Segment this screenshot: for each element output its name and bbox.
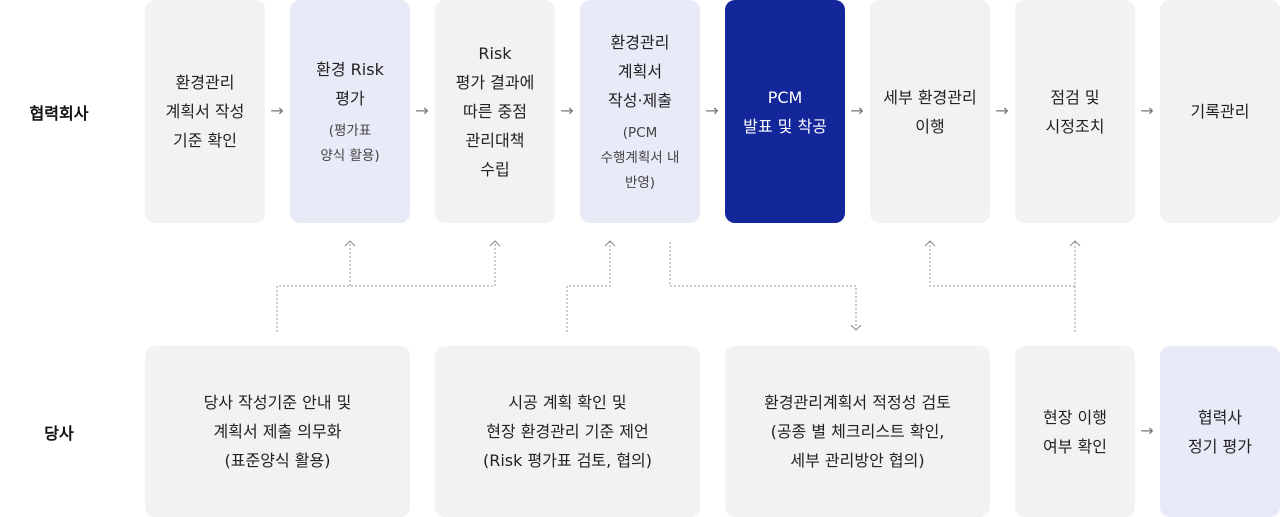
company-step-plan-review-text: 시공 계획 확인 및 현장 환경관리 기준 제언 (Risk 평가표 검토, 협… <box>482 393 653 470</box>
chevron-up-icon <box>604 240 616 247</box>
step-countermeasures: Risk 평가 결과에 따른 중점 관리대책 수립 <box>435 0 555 223</box>
arrow-right-icon: → <box>995 101 1009 120</box>
company-step-guidance-text: 당사 작성기준 안내 및 계획서 제출 의무화 (표준양식 활용) <box>203 393 352 470</box>
step-risk-assessment: 환경 Risk 평가 (평가표 양식 활용) <box>290 0 410 223</box>
chevron-up-icon <box>924 240 936 247</box>
step-risk-assessment-note: (평가표 양식 활용) <box>320 122 380 164</box>
company-step-guidance: 당사 작성기준 안내 및 계획서 제출 의무화 (표준양식 활용) <box>145 346 410 517</box>
arrow-right-icon: → <box>270 101 284 120</box>
step-plan-submission-text: 환경관리 계획서 작성·제출 <box>608 32 672 110</box>
step-inspection: 점검 및 시정조치 <box>1015 0 1135 223</box>
arrow-right-icon: → <box>1140 421 1154 440</box>
step-pcm-start: PCM 발표 및 착공 <box>725 0 845 223</box>
arrow-right-icon: → <box>850 101 864 120</box>
step-criteria-check-text: 환경관리 계획서 작성 기준 확인 <box>165 73 245 150</box>
arrow-right-icon: → <box>415 101 429 120</box>
step-record-management-text: 기록관리 <box>1190 102 1250 121</box>
arrow-right-icon: → <box>560 101 574 120</box>
company-step-site-check-text: 현장 이행 여부 확인 <box>1043 407 1107 456</box>
company-step-adequacy-review-text: 환경관리계획서 적정성 검토 (공종 별 체크리스트 확인, 세부 관리방안 협… <box>764 393 951 470</box>
step-implementation-text: 세부 환경관리 이행 <box>883 87 977 136</box>
step-implementation: 세부 환경관리 이행 <box>870 0 990 223</box>
step-plan-submission-note: (PCM 수행계획서 내 반영) <box>600 124 680 191</box>
chevron-up-icon <box>344 240 356 247</box>
chevron-down-icon <box>850 324 862 331</box>
step-pcm-start-text: PCM 발표 및 착공 <box>743 87 827 136</box>
step-countermeasures-text: Risk 평가 결과에 따른 중점 관리대책 수립 <box>455 44 535 179</box>
step-plan-submission: 환경관리 계획서 작성·제출 (PCM 수행계획서 내 반영) <box>580 0 700 223</box>
company-step-regular-evaluation: 협력사 정기 평가 <box>1160 346 1280 517</box>
step-record-management: 기록관리 <box>1160 0 1280 223</box>
step-inspection-text: 점검 및 시정조치 <box>1045 87 1105 136</box>
connector-line <box>929 242 1075 287</box>
chevron-up-icon <box>489 240 501 247</box>
connector-line <box>669 242 857 328</box>
company-step-regular-evaluation-text: 협력사 정기 평가 <box>1188 407 1252 456</box>
company-step-plan-review: 시공 계획 확인 및 현장 환경관리 기준 제언 (Risk 평가표 검토, 협… <box>435 346 700 517</box>
step-risk-assessment-text: 환경 Risk 평가 <box>316 59 384 108</box>
chevron-up-icon <box>1069 240 1081 247</box>
connector-line <box>276 242 496 332</box>
partner-row-label: 협력회사 <box>29 104 89 123</box>
company-step-adequacy-review: 환경관리계획서 적정성 검토 (공종 별 체크리스트 확인, 세부 관리방안 협… <box>725 346 990 517</box>
company-row-label: 당사 <box>44 424 74 443</box>
arrow-right-icon: → <box>705 101 719 120</box>
company-step-site-check: 현장 이행 여부 확인 <box>1015 346 1135 517</box>
connector-line <box>566 242 611 332</box>
arrow-right-icon: → <box>1140 101 1154 120</box>
step-criteria-check: 환경관리 계획서 작성 기준 확인 <box>145 0 265 223</box>
